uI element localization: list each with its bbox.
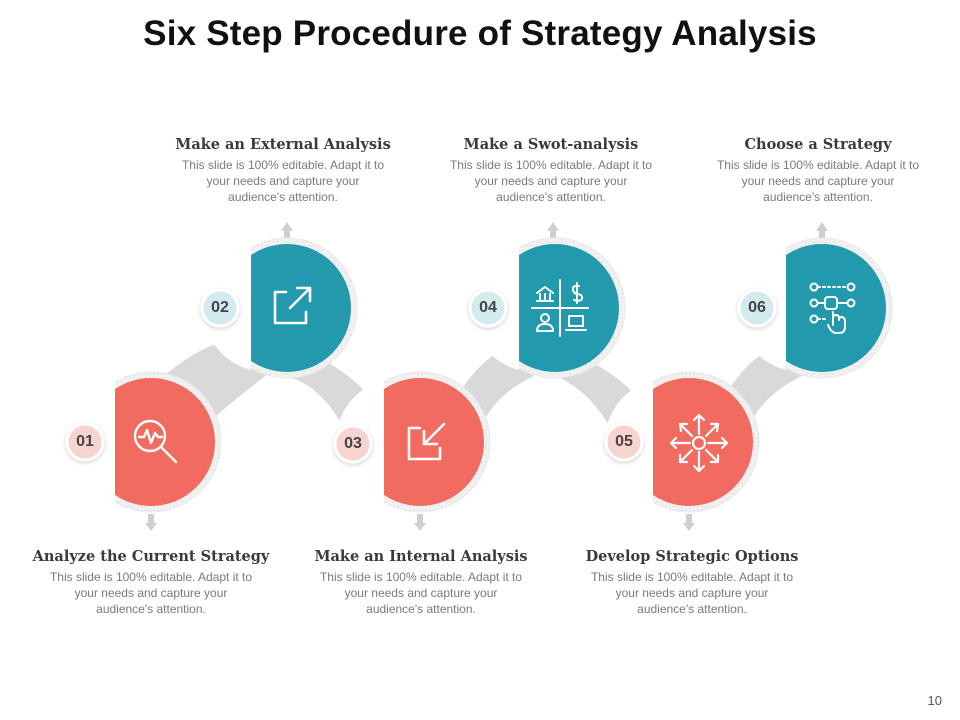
arrow-down-03: [414, 514, 426, 531]
swot-grid-icon: [531, 279, 589, 337]
step-05-description: This slide is 100% editable. Adapt it to…: [590, 570, 794, 616]
arrow-up-06: [816, 222, 828, 240]
step-02-heading: Make an External Analysis: [175, 136, 391, 153]
step-03-description: This slide is 100% editable. Adapt it to…: [319, 570, 523, 616]
step-02-description: This slide is 100% editable. Adapt it to…: [181, 158, 385, 204]
step-03-number: 03: [344, 435, 362, 452]
step-01-heading: Analyze the Current Strategy: [32, 548, 270, 565]
step-04-heading: Make a Swot-analysis: [463, 136, 639, 153]
select-option-icon: [809, 282, 856, 334]
step-05-number: 05: [615, 433, 633, 450]
arrow-up-02: [281, 222, 293, 240]
step-01-number: 01: [76, 433, 94, 450]
step-06-heading: Choose a Strategy: [744, 136, 892, 153]
arrow-up-04: [547, 222, 559, 240]
step-02-node: [200, 237, 358, 379]
arrow-in-icon: [407, 422, 446, 461]
step-03-node: [333, 371, 491, 513]
step-02-number: 02: [211, 299, 229, 316]
magnifier-pulse-icon: [133, 419, 178, 464]
step-01-node: [65, 371, 222, 513]
step-01-description: This slide is 100% editable. Adapt it to…: [49, 570, 253, 616]
step-06-node: [737, 237, 893, 379]
expand-arrows-icon: [669, 413, 729, 473]
step-06-text: Choose a Strategy This slide is 100% edi…: [693, 136, 943, 205]
step-04-description: This slide is 100% editable. Adapt it to…: [449, 158, 653, 204]
step-04-node: [468, 237, 626, 379]
arrow-down-01: [145, 514, 157, 531]
step-06-description: This slide is 100% editable. Adapt it to…: [716, 158, 920, 204]
step-04-number: 04: [479, 299, 497, 316]
step-03-heading: Make an Internal Analysis: [314, 548, 528, 565]
step-05-heading: Develop Strategic Options: [585, 548, 799, 565]
step-04-text: Make a Swot-analysis This slide is 100% …: [426, 136, 676, 205]
step-05-text: Develop Strategic Options This slide is …: [567, 548, 817, 617]
step-05-node: [604, 371, 760, 513]
step-02-text: Make an External Analysis This slide is …: [158, 136, 408, 205]
pointer-arrows: [145, 222, 828, 531]
page-title: Six Step Procedure of Strategy Analysis: [143, 14, 817, 53]
arrow-down-05: [683, 514, 695, 531]
step-06-number: 06: [748, 299, 766, 316]
page-number: 10: [927, 693, 942, 708]
step-01-text: Analyze the Current Strategy This slide …: [26, 548, 276, 617]
step-03-text: Make an Internal Analysis This slide is …: [296, 548, 546, 617]
arrow-out-icon: [273, 286, 312, 325]
